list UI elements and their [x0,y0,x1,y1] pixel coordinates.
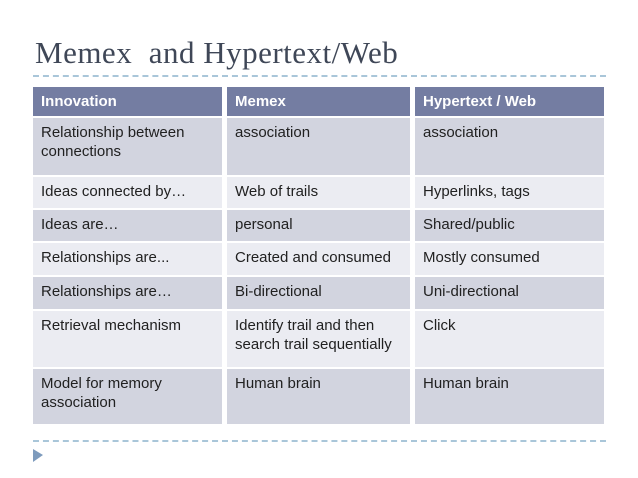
table-cell: Ideas connected by… [33,177,222,209]
table-cell: Relationships are... [33,243,222,276]
table-cell: Relationships are… [33,277,222,310]
title-dashed-divider [33,75,606,77]
table-cell: Human brain [227,369,410,425]
table-cell: Human brain [415,369,604,425]
table-cell: association [227,118,410,176]
table-cell: Hyperlinks, tags [415,177,604,209]
footer-dashed-divider [33,440,606,442]
table-header-hypertext-web: Hypertext / Web [415,87,604,117]
table-cell: Identify trail and then search trail seq… [227,311,410,368]
table-cell: Relationship between connections [33,118,222,176]
table-header-memex: Memex [227,87,410,117]
table-cell: Uni-directional [415,277,604,310]
table-cell: Ideas are… [33,210,222,242]
table-cell: personal [227,210,410,242]
table-cell: Created and consumed [227,243,410,276]
table-cell: Retrieval mechanism [33,311,222,368]
comparison-table: Innovation Memex Hypertext / Web Relatio… [33,87,605,425]
table-cell: Bi-directional [227,277,410,310]
table-cell: Web of trails [227,177,410,209]
slide-title: Memex and Hypertext/Web [35,35,399,70]
slide-footer-arrow-icon [33,449,43,462]
table-cell: association [415,118,604,176]
table-cell: Model for memory association [33,369,222,425]
table-header-innovation: Innovation [33,87,222,117]
table-cell: Click [415,311,604,368]
table-cell: Shared/public [415,210,604,242]
table-cell: Mostly consumed [415,243,604,276]
